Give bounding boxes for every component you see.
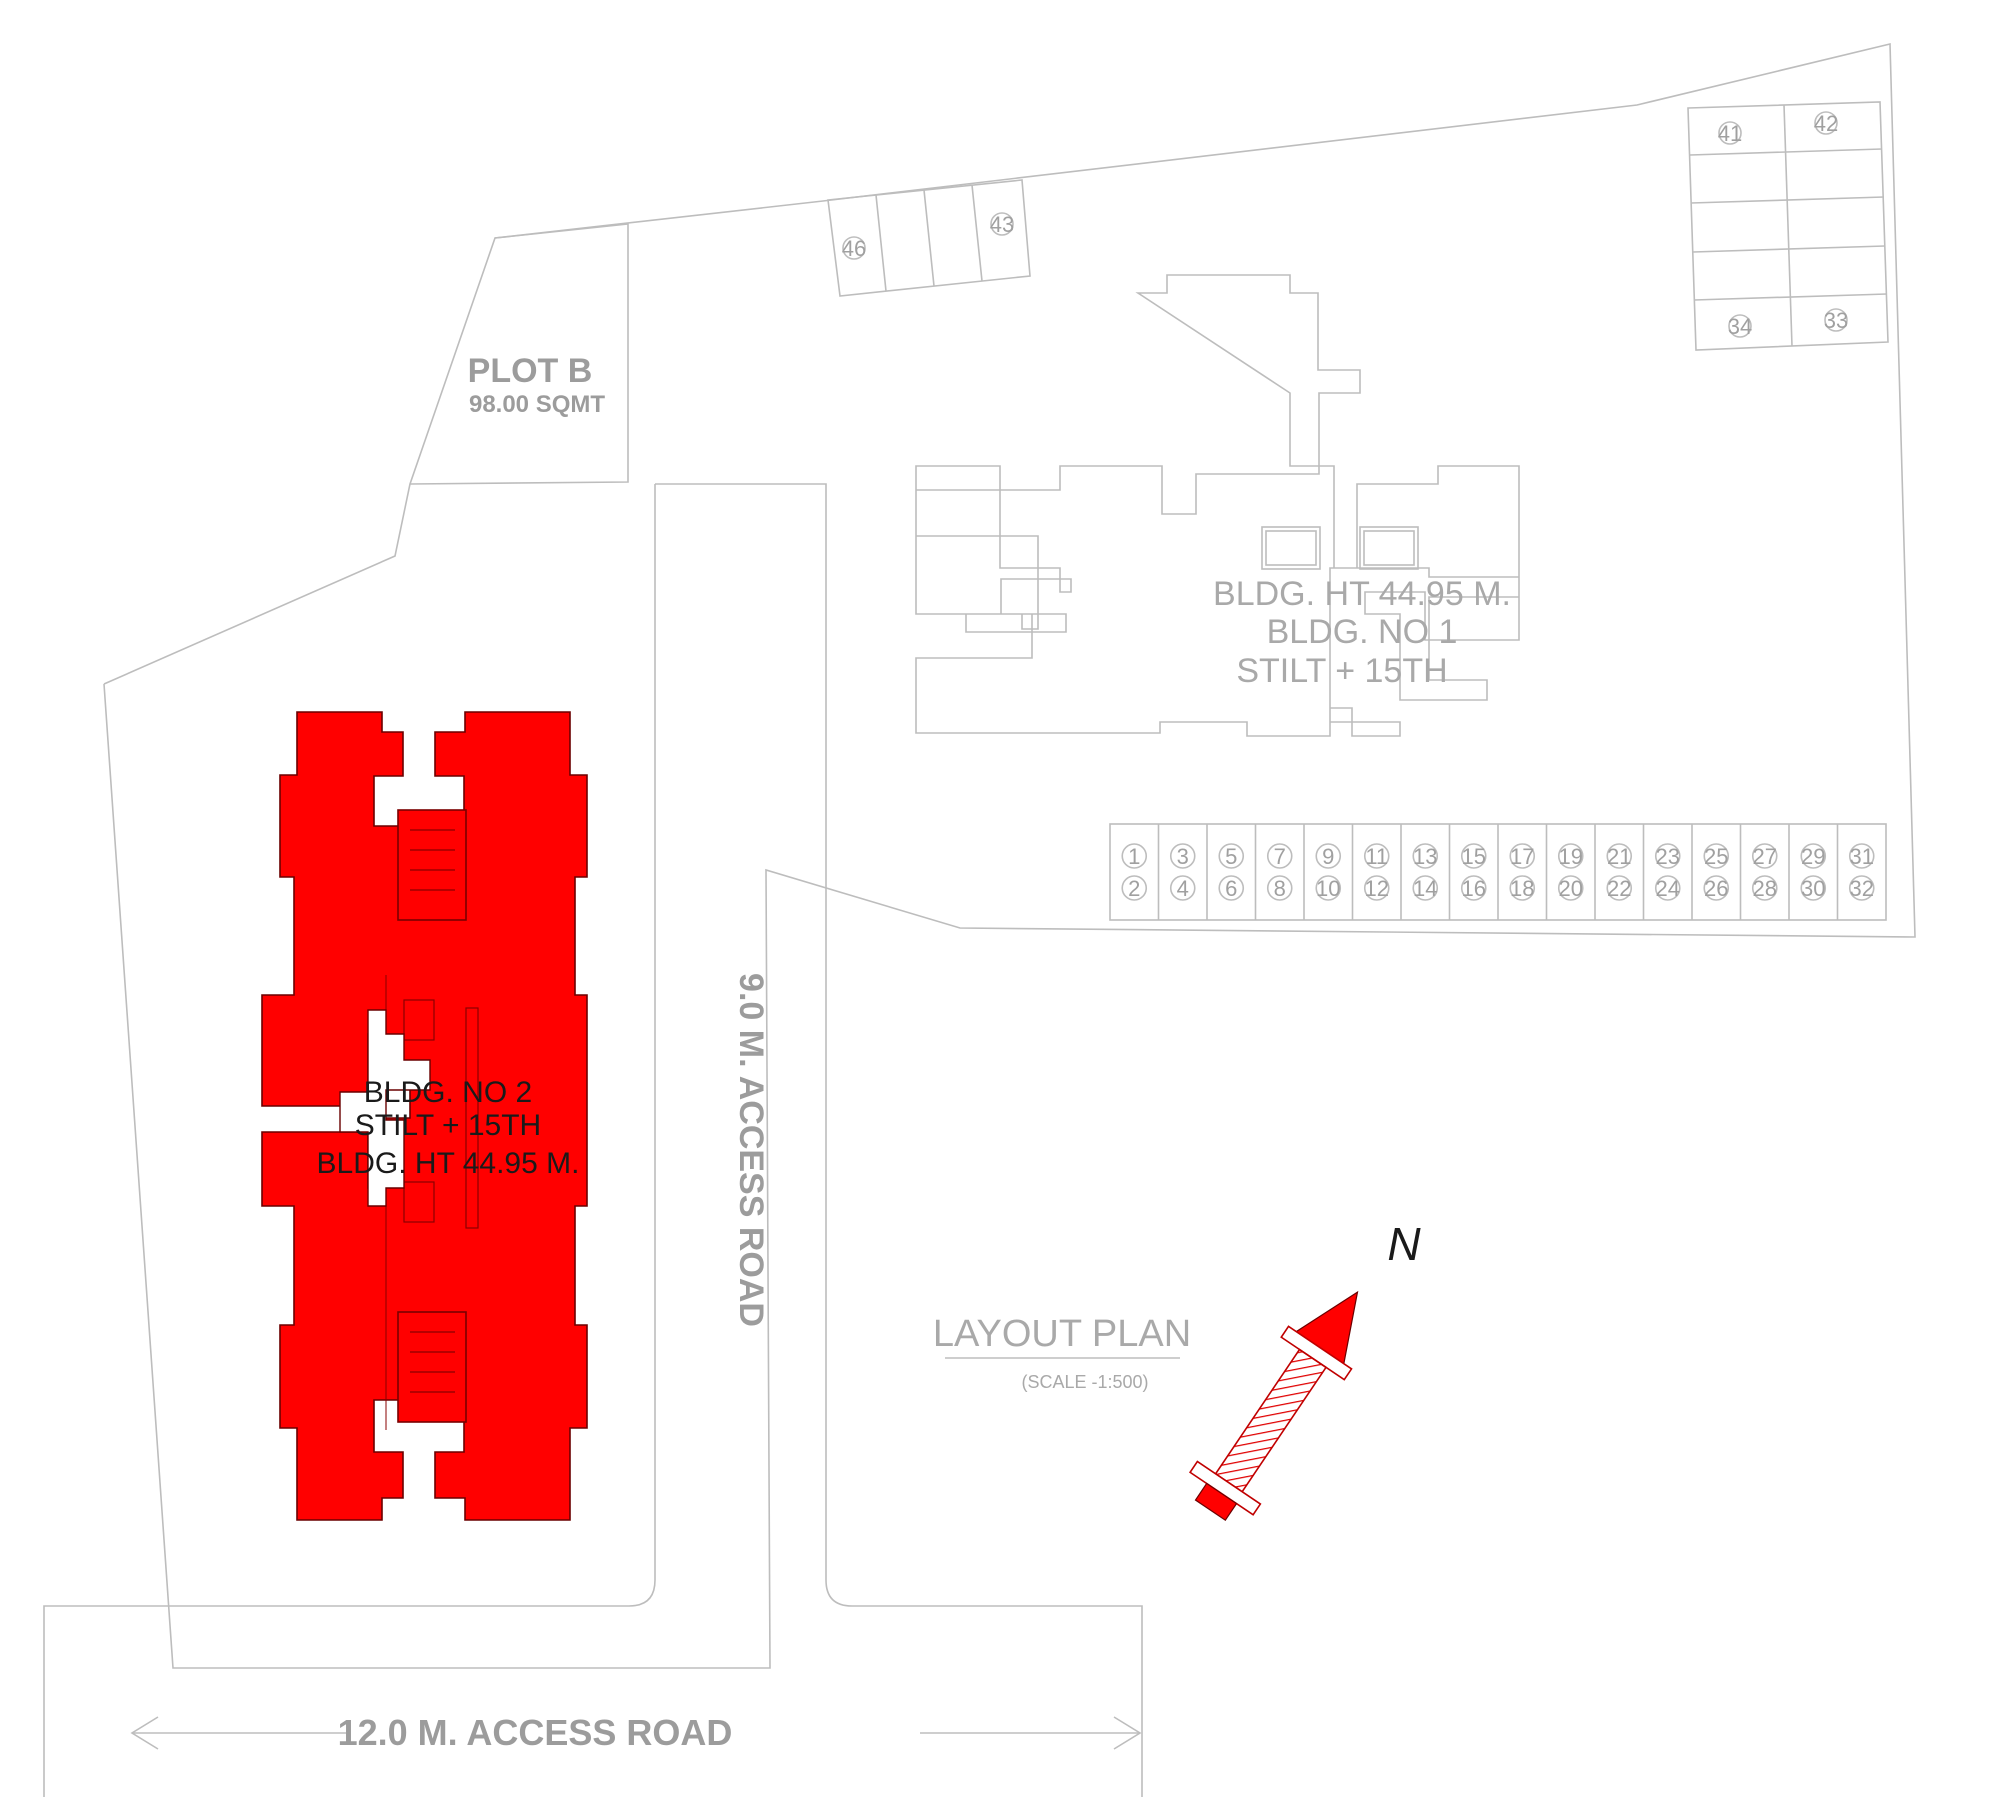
parking-21: 21 — [1607, 844, 1631, 869]
road-12m: 12.0 M. ACCESS ROAD — [130, 1712, 1142, 1753]
building-2: BLDG. NO 2 STILT + 15TH BLDG. HT 44.95 M… — [261, 711, 588, 1521]
parking-22: 22 — [1607, 876, 1631, 901]
bldg2-floors: STILT + 15TH — [355, 1109, 541, 1142]
parking-46: 46 — [842, 236, 866, 261]
parking-slot-circle — [1460, 843, 1487, 869]
road-9m-label: 9.0 M. ACCESS ROAD — [732, 973, 770, 1327]
parking-slot-circle — [1509, 843, 1536, 869]
parking-slot-circle — [1218, 843, 1245, 869]
parking-17: 17 — [1510, 844, 1534, 869]
plot-b: PLOT B 98.00 SQMT — [409, 223, 629, 485]
parking-slot-circle — [1557, 843, 1584, 869]
parking-slot-circle — [1169, 875, 1196, 901]
parking-slot-circle — [1412, 875, 1439, 901]
parking-slot-circle — [1751, 875, 1778, 901]
parking-16: 16 — [1462, 876, 1486, 901]
parking-24: 24 — [1656, 876, 1680, 901]
parking-29: 29 — [1801, 844, 1825, 869]
north-arrow — [1188, 1290, 1359, 1522]
parking-slot-circle — [1315, 843, 1342, 869]
plot-b-area: 98.00 SQMT — [469, 391, 605, 418]
north-label: N — [1387, 1218, 1421, 1270]
parking-34: 34 — [1728, 314, 1752, 339]
parking-14: 14 — [1413, 876, 1437, 901]
parking-slot-circle — [1460, 875, 1487, 901]
building-1: BLDG. HT 44.95 M. BLDG. NO 1 STILT + 15T… — [915, 274, 1520, 737]
parking-2: 2 — [1128, 876, 1140, 901]
parking-1: 1 — [1128, 844, 1140, 869]
parking-top-right: 41 42 34 33 — [1687, 101, 1889, 351]
parking-28: 28 — [1753, 876, 1777, 901]
parking-slot-circle — [1363, 875, 1390, 901]
road-9m: 9.0 M. ACCESS ROAD — [43, 483, 1143, 1797]
parking-15: 15 — [1462, 844, 1486, 869]
parking-slot-circle — [1848, 875, 1875, 901]
parking-slot-circle — [1654, 875, 1681, 901]
bldg1-floors: STILT + 15TH — [1236, 652, 1447, 690]
parking-32: 32 — [1850, 876, 1874, 901]
parking-slot-circle — [1703, 843, 1730, 869]
parking-slot-circle — [1218, 875, 1245, 901]
parking-12: 12 — [1365, 876, 1389, 901]
parking-slot-circle — [1800, 875, 1827, 901]
parking-18: 18 — [1510, 876, 1534, 901]
bldg1-height: BLDG. HT 44.95 M. — [1213, 575, 1511, 613]
parking-slot-circle — [1315, 875, 1342, 901]
road-12m-label: 12.0 M. ACCESS ROAD — [338, 1712, 733, 1753]
parking-7: 7 — [1274, 844, 1286, 869]
parking-slot-circle — [1169, 843, 1196, 869]
parking-42: 42 — [1814, 111, 1838, 136]
parking-3: 3 — [1177, 844, 1189, 869]
parking-19: 19 — [1559, 844, 1583, 869]
plot-b-title: PLOT B — [468, 352, 593, 390]
parking-slot-circle — [1121, 843, 1148, 869]
parking-slot-circle — [1412, 843, 1439, 869]
parking-slot-circle — [1557, 875, 1584, 901]
layout-title: LAYOUT PLAN — [933, 1313, 1191, 1355]
parking-slot-circle — [1266, 875, 1293, 901]
parking-5: 5 — [1225, 844, 1237, 869]
parking-slot-circle — [1266, 843, 1293, 869]
parking-slot-circle — [1509, 875, 1536, 901]
parking-31: 31 — [1850, 844, 1874, 869]
parking-slot-circle — [1121, 875, 1148, 901]
parking-6: 6 — [1225, 876, 1237, 901]
parking-top-left: 46 43 — [827, 179, 1031, 297]
parking-20: 20 — [1559, 876, 1583, 901]
parking-25: 25 — [1704, 844, 1728, 869]
parking-27: 27 — [1753, 844, 1777, 869]
bldg2-height: BLDG. HT 44.95 M. — [317, 1147, 580, 1180]
layout-scale: (SCALE -1:500) — [1021, 1372, 1148, 1392]
bldg2-number: BLDG. NO 2 — [364, 1076, 532, 1109]
parking-slot-circle — [1654, 843, 1681, 869]
parking-slot-circle — [1363, 843, 1390, 869]
bldg1-number: BLDG. NO 1 — [1267, 613, 1458, 651]
parking-33: 33 — [1824, 308, 1848, 333]
parking-4: 4 — [1177, 876, 1189, 901]
parking-41: 41 — [1718, 121, 1742, 146]
parking-slot-circle — [1703, 875, 1730, 901]
layout-caption: LAYOUT PLAN (SCALE -1:500) — [933, 1313, 1191, 1392]
parking-slot-circle — [1848, 843, 1875, 869]
parking-10: 10 — [1316, 876, 1340, 901]
parking-30: 30 — [1801, 876, 1825, 901]
parking-23: 23 — [1656, 844, 1680, 869]
parking-9: 9 — [1322, 844, 1334, 869]
parking-13: 13 — [1413, 844, 1437, 869]
parking-43: 43 — [990, 212, 1014, 237]
parking-26: 26 — [1704, 876, 1728, 901]
parking-slot-circle — [1800, 843, 1827, 869]
parking-bottom-row: 1234567891011121314151617181920212223242… — [1109, 823, 1887, 921]
parking-slot-circle — [1606, 875, 1633, 901]
parking-slot-circle — [1751, 843, 1778, 869]
parking-11: 11 — [1365, 844, 1388, 869]
parking-slot-circle — [1606, 843, 1633, 869]
parking-8: 8 — [1274, 876, 1286, 901]
